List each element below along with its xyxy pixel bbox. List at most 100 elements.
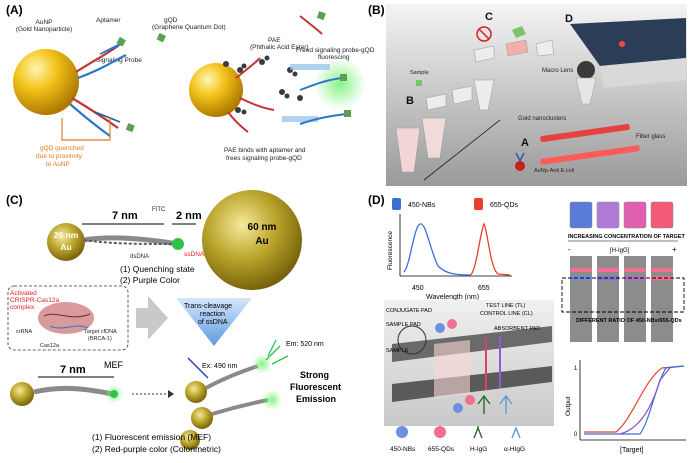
result-band-3a: [624, 268, 646, 272]
cut-np-3: [180, 430, 200, 450]
output-line-red: [584, 365, 685, 433]
legend-blue-swatch: [392, 198, 401, 210]
crrna-label: crRNA: [16, 329, 33, 335]
mef-fluor: [110, 390, 118, 398]
cas12a-label: Cas12a: [40, 343, 60, 349]
flow-arrow-body-1: [290, 64, 330, 70]
no-sign-slash: [478, 28, 490, 40]
tube-b-4: [395, 127, 421, 173]
trans-cleavage-triangle: [176, 298, 252, 346]
output-xlabel: [Target]: [620, 447, 643, 454]
aunp-anti-ecoli-label: AuNp-Anti E.coli: [534, 168, 574, 174]
divider-line: [423, 119, 501, 181]
dsdna-helix: [83, 235, 179, 247]
pae-label: PAE: [268, 37, 281, 44]
binds-line-2: frees signaling probe-gQD: [226, 155, 302, 162]
ssdna-label: ssDNA: [184, 251, 205, 258]
aunp-label: AuNP: [36, 19, 53, 26]
panel-c: (C) 7 nm FITC 2 nm 20 nm Au dsDNA ssDNA …: [6, 190, 341, 454]
strip-nb-1: [435, 323, 445, 333]
trans-line-3: of ssDNA: [198, 319, 228, 326]
gqd-cube-1: [116, 36, 126, 47]
device-light: [619, 41, 625, 47]
quenched-line-3: to AuNP: [46, 161, 70, 168]
no-sign: [476, 26, 492, 42]
letter-a: A: [521, 137, 529, 149]
signaling-probe-label: Signaling Probe: [96, 57, 142, 64]
spectrum-ylabel: Fluorescence: [387, 231, 394, 270]
np-20nm: [47, 223, 85, 261]
result-band-2a: [597, 268, 619, 272]
trans-line-1: Trans-cleavage: [184, 303, 232, 310]
spectrum-line-red: [469, 222, 511, 276]
quenched-line-2: due to proximity: [36, 153, 83, 160]
result-band-4a: [651, 268, 673, 272]
device-side: [600, 58, 686, 88]
aptamer-strands-right: [227, 15, 323, 133]
legend-blue: 450-NBs: [408, 202, 436, 209]
output-tick-1: 1: [574, 366, 578, 372]
crispr-line-2: CRISPR-Cas12a: [10, 297, 60, 304]
minus-label: -: [568, 245, 571, 254]
sample-circle: [397, 325, 427, 355]
result-2: (2) Red-purple color (Colorimetric): [92, 444, 221, 454]
fitc-label: FITC: [152, 207, 166, 213]
letter-d: D: [565, 13, 573, 25]
tube-b-5: [421, 117, 447, 159]
quenched-line-1: gQD quenched: [40, 145, 84, 152]
dna-ladder-left: [94, 41, 125, 123]
sample-label: Sample: [410, 70, 429, 76]
ratio-label: DIFFERENT RATIO OF 450-NBs/655-QDs: [576, 318, 682, 324]
strip-qd-1: [447, 319, 457, 329]
gqd-cube-legend: [156, 33, 166, 43]
gqd-full-label: (Graphene Quantum Dot): [152, 24, 226, 31]
bottom-blue-label: 450-NBs: [390, 446, 416, 453]
result-band-1a: [570, 268, 592, 272]
macro-lens-label: Macro Lens: [542, 68, 573, 74]
strip-antibody-1: [477, 394, 491, 414]
crispr-box: [7, 285, 129, 351]
sample-label-d: SAMPLE: [386, 348, 409, 354]
fiber-glass-label: Fiber glass: [636, 134, 665, 140]
tick-655: 655: [478, 285, 490, 292]
aptamer-strands-left: [69, 45, 127, 137]
plus-label: +: [672, 245, 677, 254]
control-line-label: CONTROL LINE (CL): [480, 311, 533, 317]
device-top: [570, 18, 686, 66]
bottom-ahigg-icon: [511, 426, 521, 439]
sample-chip: [416, 80, 422, 86]
cut-dna-2: [211, 398, 269, 416]
higg-label: [H-IgG]: [610, 248, 630, 254]
freed-line-1: Freed signaling probe-gQD: [296, 47, 375, 54]
red-strip-2: [540, 145, 640, 165]
pae-molecules: [223, 55, 303, 115]
em-glow-2: [262, 390, 282, 410]
strong-line-3: Emission: [296, 394, 336, 404]
output-ylabel: Output: [565, 396, 572, 416]
freed-probe-1: [299, 77, 343, 91]
np-20nm-label: 20 nm: [54, 230, 79, 240]
mef-dim: 7 nm: [60, 364, 86, 376]
gqd-cube-2: [125, 123, 135, 133]
aunp-sphere-left: [13, 49, 79, 115]
strip-qd-2: [465, 395, 475, 405]
cut-np-1: [185, 381, 207, 403]
tube-c-1: [473, 45, 495, 63]
target-line-2: (BRCA-1): [88, 336, 112, 342]
gqd-cube-4: [340, 74, 347, 81]
macro-lens-body: [577, 61, 595, 79]
fluorescence-glow: [314, 58, 366, 110]
cas12a-texture: [43, 313, 91, 318]
dsdna-label: dsDNA: [130, 254, 149, 260]
cut-np-2: [191, 407, 213, 429]
strong-line-1: Strong: [300, 370, 329, 380]
red-strip-1: [540, 124, 630, 142]
tube-c-3: [535, 39, 555, 57]
gqd-cube-5: [344, 110, 351, 117]
result-1: (1) Fluorescent emission (MEF): [92, 432, 211, 442]
vials: [569, 201, 674, 229]
bottom-red-label: 655-QDs: [428, 446, 455, 453]
quench-bracket: [61, 118, 111, 141]
conjugate-area: [434, 340, 470, 398]
fitc-dot: [172, 238, 184, 250]
